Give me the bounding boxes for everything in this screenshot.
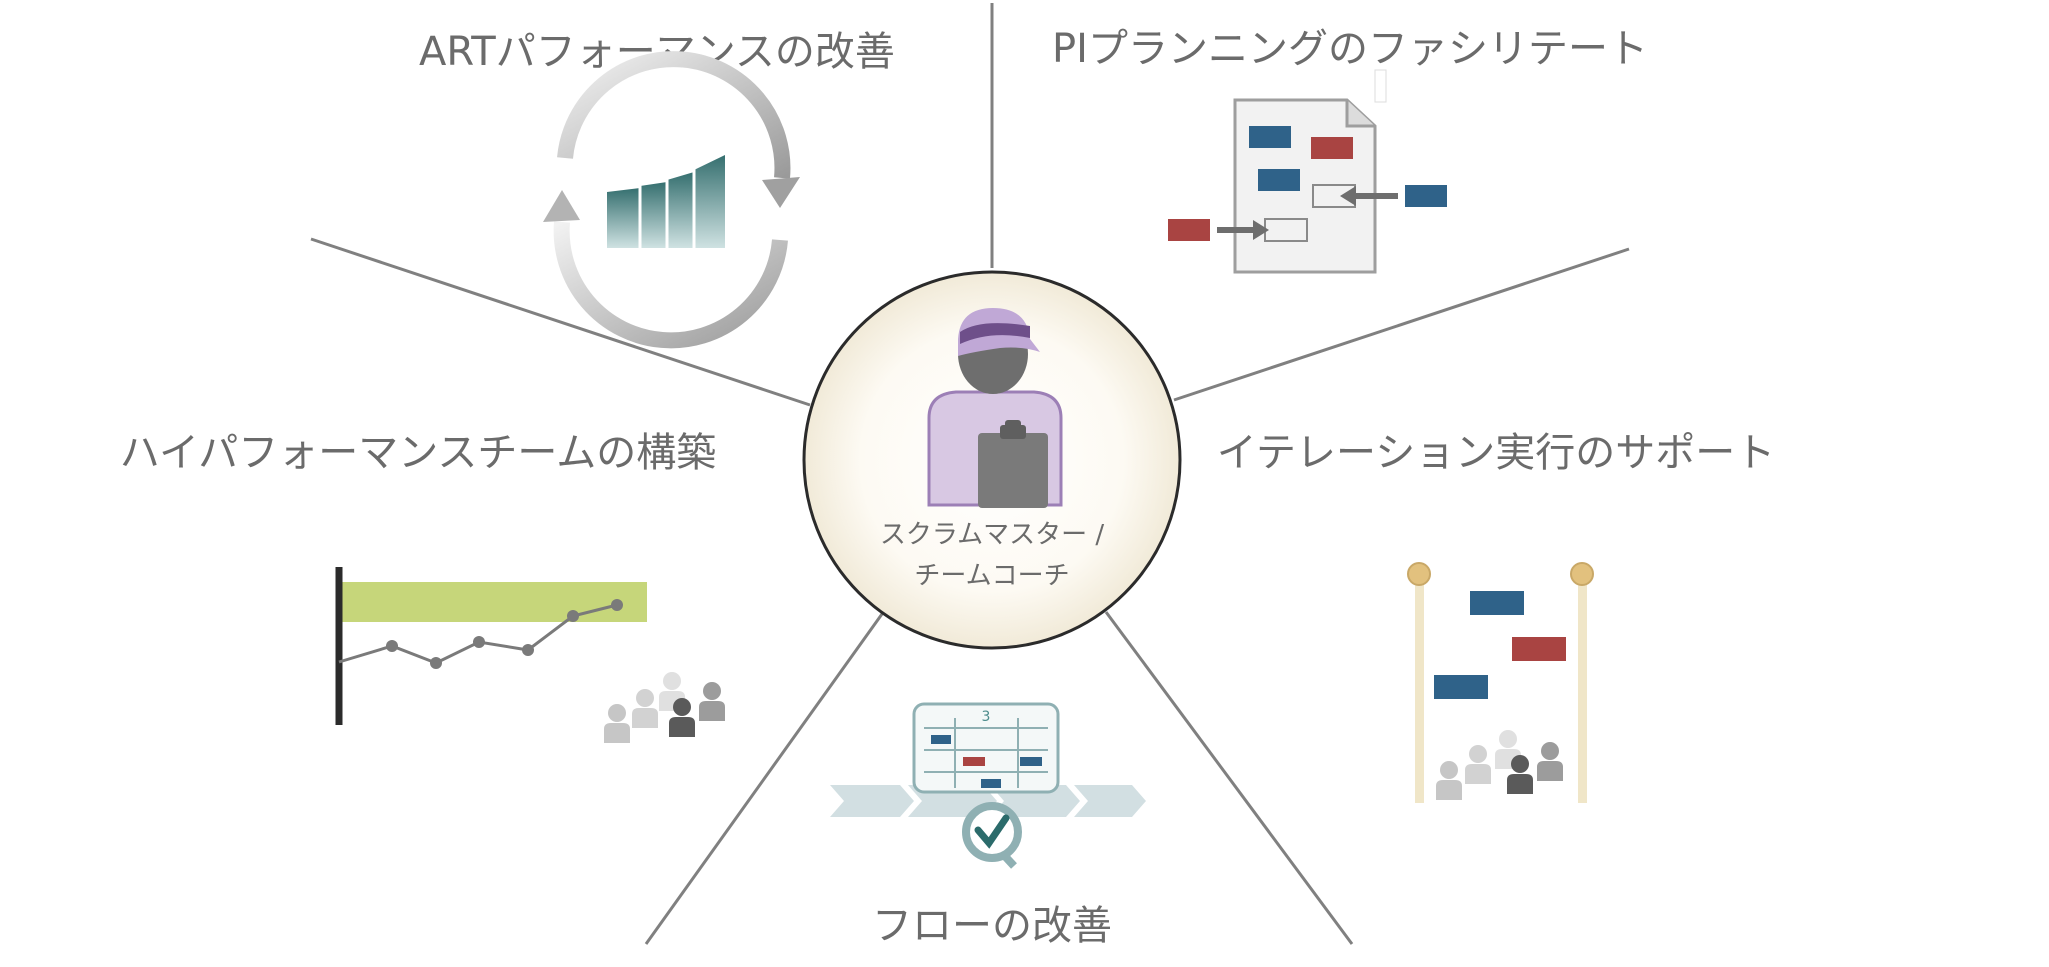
team-group-icon: [1436, 730, 1563, 800]
pi-planning-document-icon: [1168, 69, 1447, 274]
divider-lower-right: [1104, 611, 1354, 945]
divider-upper-left: [310, 237, 811, 407]
team-performance-chart-icon: [335, 567, 725, 743]
calendar-day-label: 3: [982, 709, 991, 725]
center-role-label-line2: チームコーチ: [914, 561, 1069, 591]
check-icon: [962, 802, 1022, 862]
iteration-support-title: イテレーション実行のサポート: [1217, 430, 1775, 476]
divider-lower-left: [644, 613, 884, 945]
flow-improvement-icon: 3: [830, 702, 1146, 869]
pi-planning-title: PIプランニングのファシリテート: [1052, 26, 1648, 72]
team-group-icon: [604, 672, 725, 743]
high-performance-team-title: ハイパフォーマンスチームの構築: [120, 430, 716, 476]
center-role-badge: スクラムマスター / チームコーチ: [802, 270, 1182, 650]
flow-improvement-title: フローの改善: [872, 903, 1112, 949]
divider-upper-right: [1173, 247, 1630, 402]
center-role-label-line1: スクラムマスター /: [880, 520, 1104, 550]
iteration-board-icon: [1407, 562, 1594, 803]
divider-lines: [310, 3, 1630, 945]
scrum-master-avatar-icon: [927, 308, 1063, 508]
clipboard-icon: [978, 433, 1048, 508]
performance-cycle-icon: [543, 51, 800, 349]
